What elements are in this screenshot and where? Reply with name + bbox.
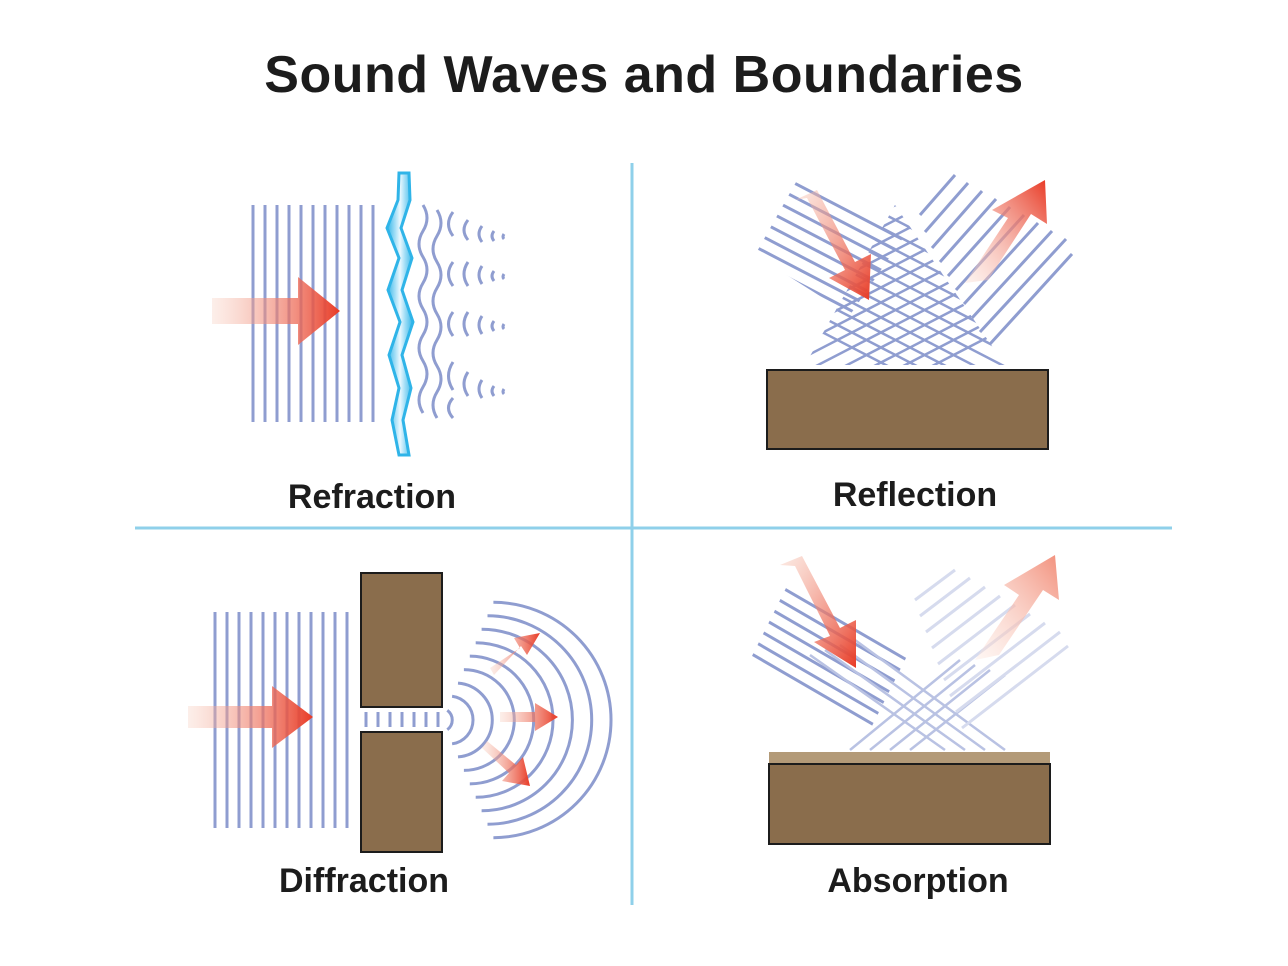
diagram-title: Sound Waves and Boundaries	[264, 46, 1024, 104]
incident-arrow	[780, 556, 856, 668]
absorbing-layer	[769, 752, 1050, 764]
reflection-panel	[755, 174, 1074, 450]
absorbed-crosshatch	[809, 638, 1006, 752]
diffracted-arrow-down	[482, 741, 530, 786]
absorption-panel	[750, 555, 1069, 845]
diffraction-panel	[188, 572, 613, 853]
gap-wavefronts	[364, 712, 440, 727]
label-refraction: Refraction	[287, 478, 457, 516]
reflecting-block	[766, 369, 1049, 450]
refracted-wavefronts	[417, 204, 506, 420]
incident-arrow	[212, 277, 340, 345]
incident-arrow	[795, 190, 871, 300]
diffracted-arrow-up	[490, 633, 540, 675]
reflected-arrow	[965, 180, 1047, 283]
diffracted-arrow-middle	[500, 703, 558, 731]
refraction-panel	[212, 171, 506, 457]
label-absorption: Absorption	[827, 862, 1009, 900]
label-reflection: Reflection	[832, 476, 998, 514]
lower-barrier	[360, 731, 443, 853]
incident-wavefronts	[755, 175, 905, 315]
faint-reflected-arrow	[975, 555, 1059, 660]
absorbing-block	[768, 763, 1051, 845]
refraction-medium	[385, 171, 415, 457]
incident-arrow	[188, 686, 313, 748]
label-diffraction: Diffraction	[279, 862, 449, 900]
upper-barrier	[360, 572, 443, 708]
